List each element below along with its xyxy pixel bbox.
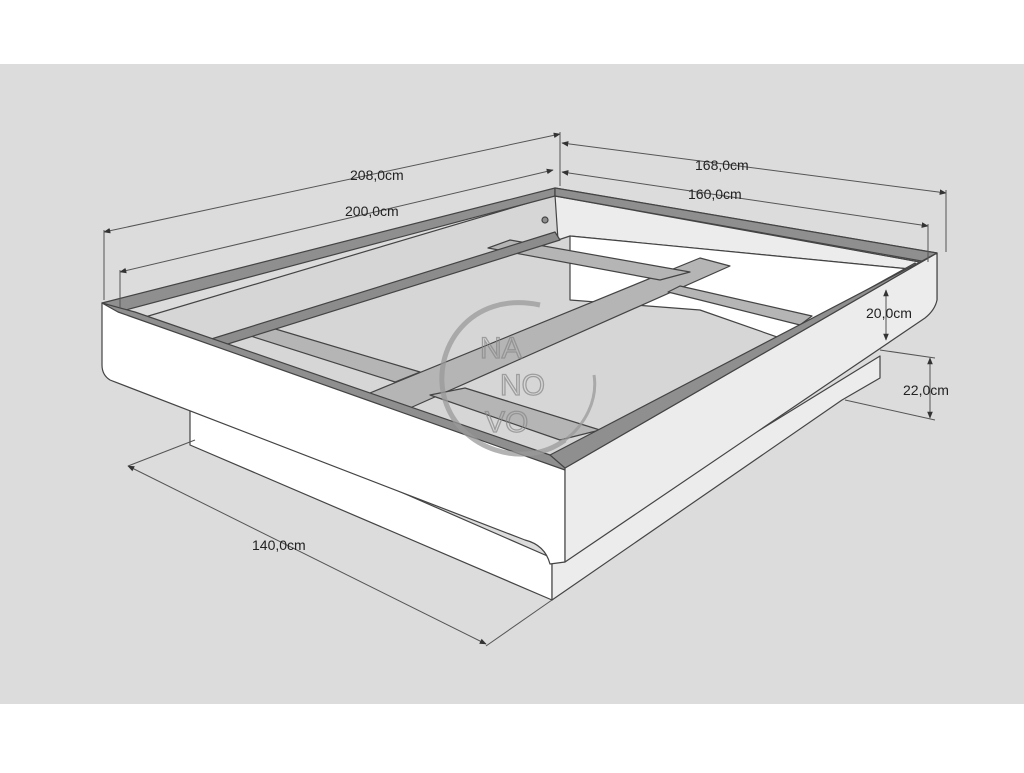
slat-cross-4	[667, 285, 813, 326]
dim-label-frame-height: 20,0cm	[866, 305, 912, 321]
watermark-letters-1: NA	[480, 332, 522, 365]
screw-hole	[541, 216, 549, 224]
dim-label-inner-length: 200,0cm	[345, 203, 399, 219]
watermark-ring	[439, 300, 567, 457]
dim-label-base-width: 140,0cm	[252, 537, 306, 553]
watermark-swoosh	[564, 374, 597, 442]
ext-line-g	[844, 399, 936, 421]
base-right-face	[551, 355, 881, 601]
frame-front-short-face	[564, 252, 938, 563]
dim-label-inner-width: 160,0cm	[688, 186, 742, 202]
white-band-top	[0, 0, 1024, 64]
watermark-letters-2: NO	[500, 369, 545, 402]
frame-front-short-top	[549, 252, 938, 469]
dim-label-outer-width: 168,0cm	[695, 157, 749, 173]
watermark-letters-3: VO	[485, 406, 528, 439]
dim-line-inner-width	[561, 170, 929, 228]
white-band-bottom	[0, 704, 1024, 768]
ext-line-i	[485, 599, 553, 647]
dim-line-inner-length	[119, 168, 554, 274]
ext-line-h	[127, 439, 196, 467]
dim-label-base-height: 22,0cm	[903, 382, 949, 398]
nanovo-watermark: NA NO VO	[439, 300, 597, 457]
dim-line-base-width	[127, 465, 487, 645]
dim-label-outer-length: 208,0cm	[350, 167, 404, 183]
ext-line-f	[879, 349, 936, 359]
